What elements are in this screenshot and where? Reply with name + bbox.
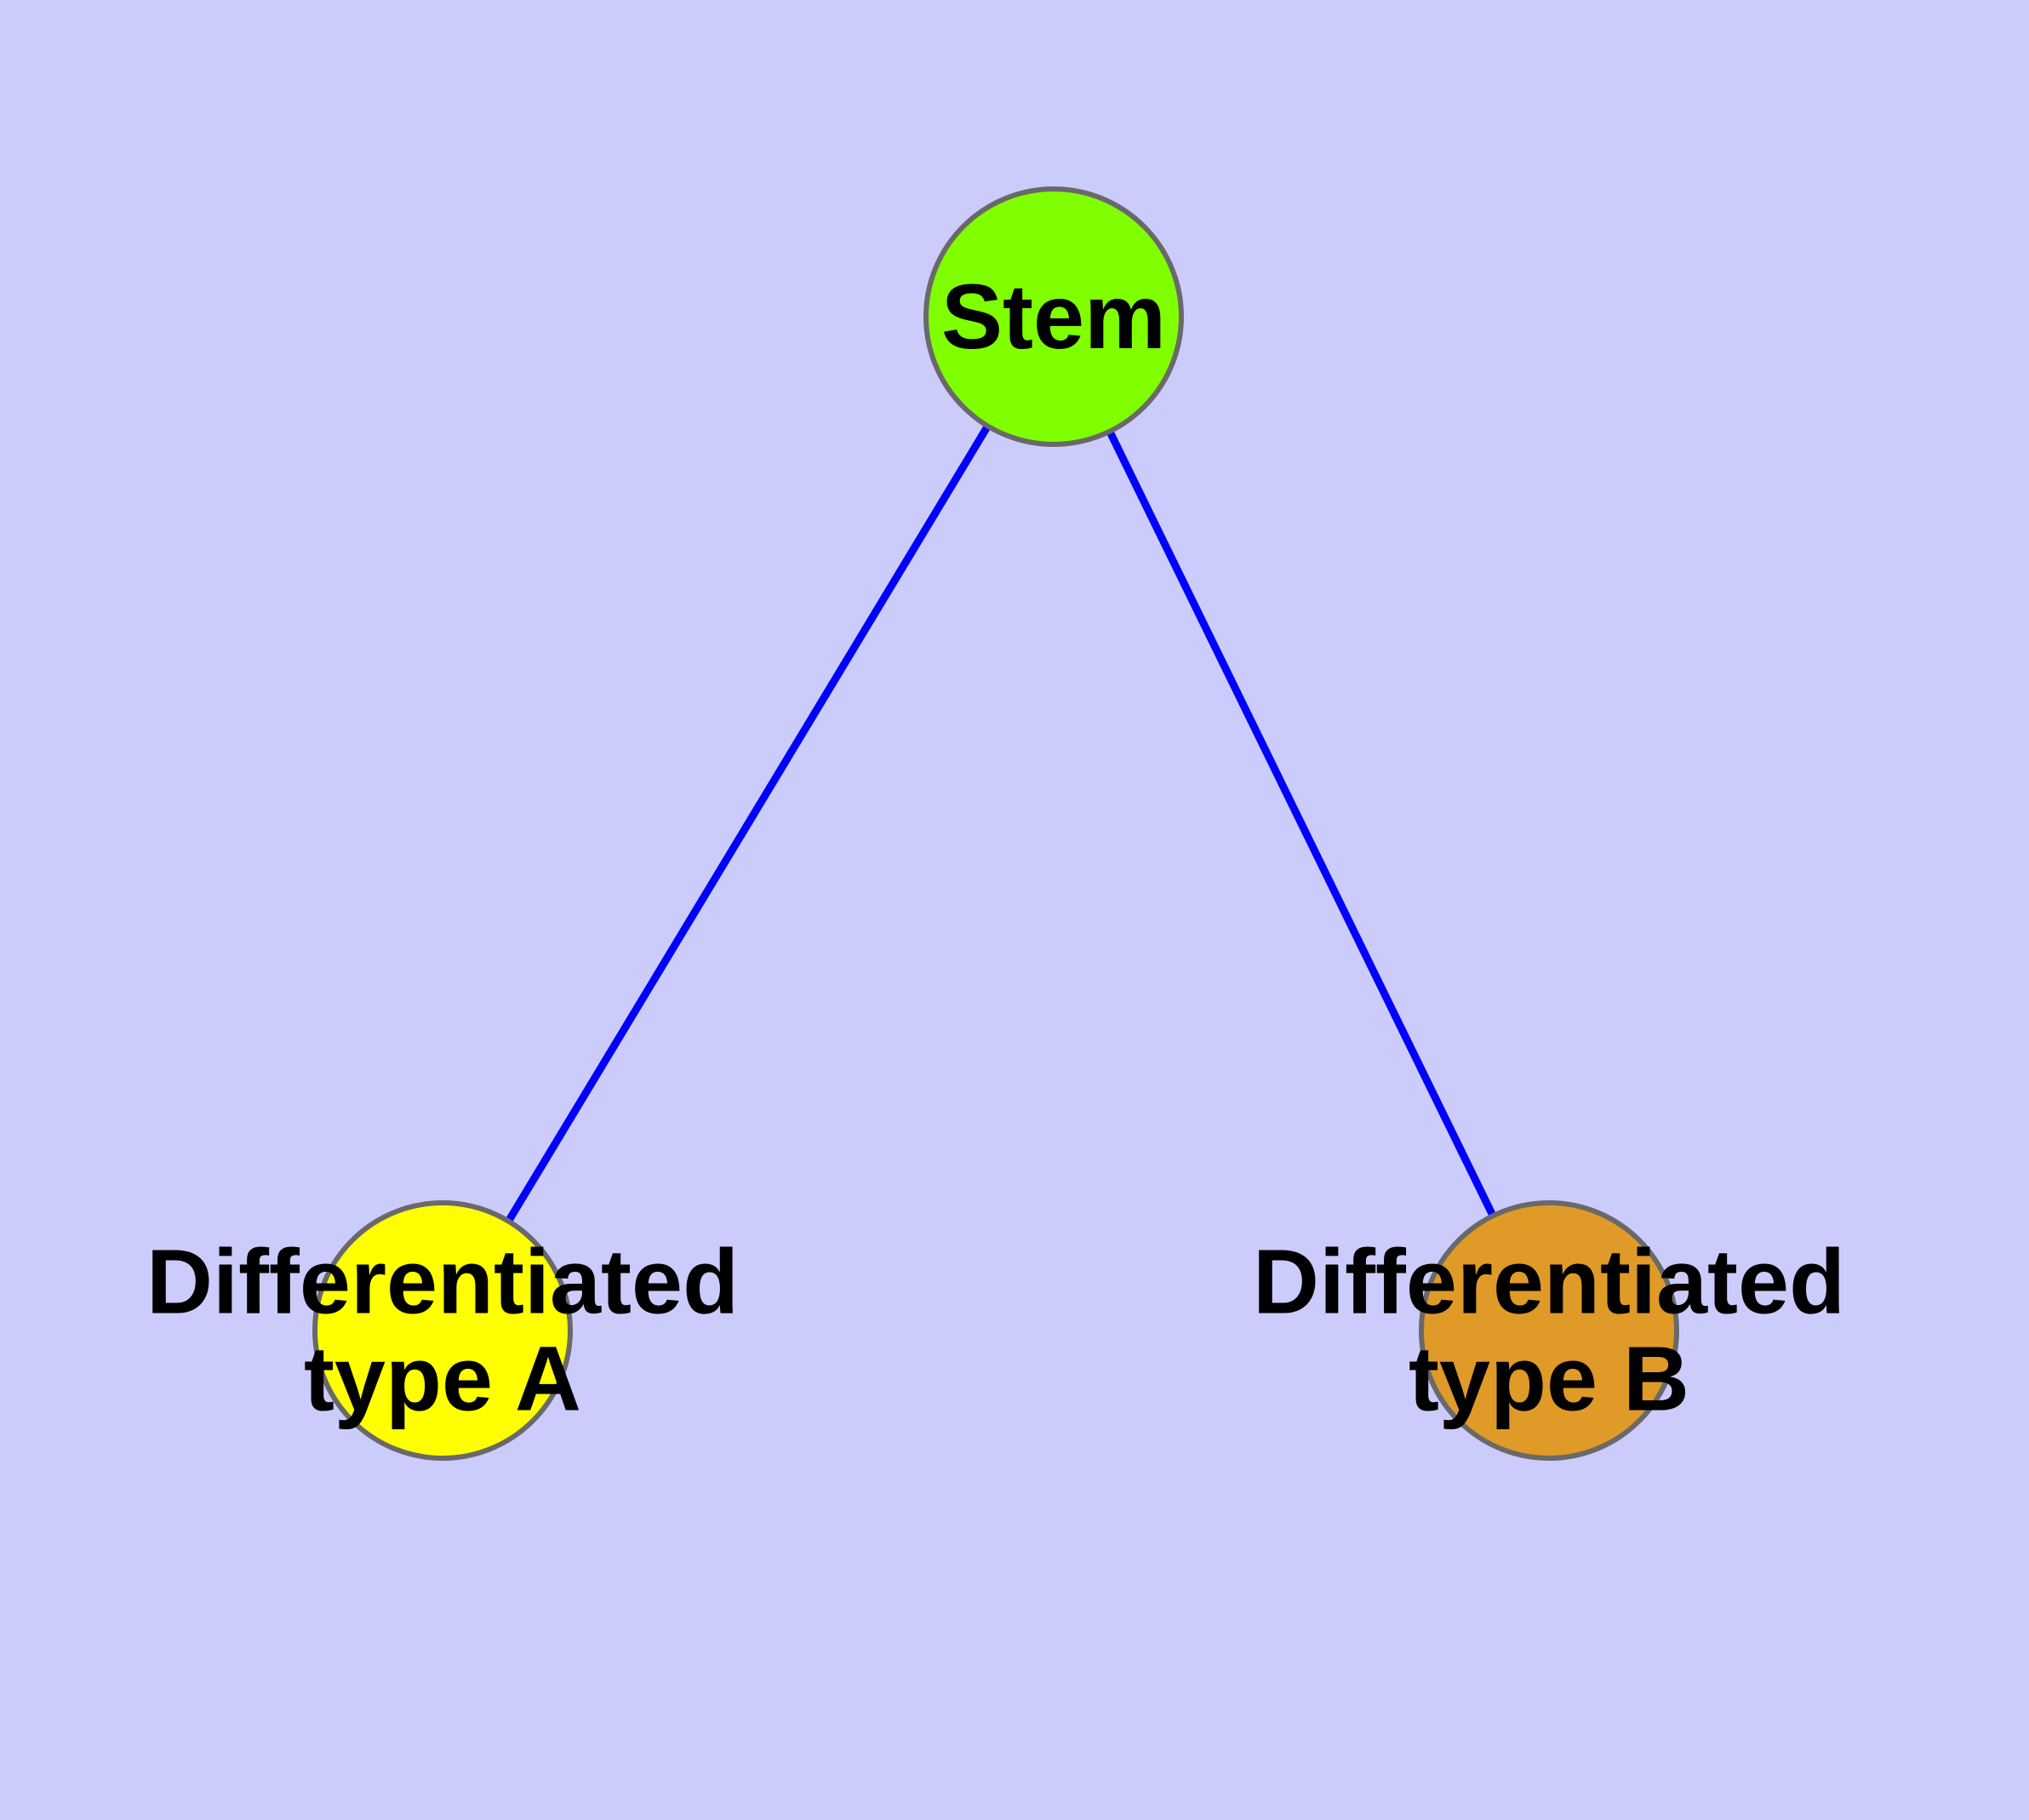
node-layer	[312, 186, 1679, 1461]
edge-layer	[503, 421, 1498, 1227]
node-diff_b[interactable]	[1419, 1200, 1679, 1461]
node-diff_a[interactable]	[312, 1200, 573, 1461]
node-stem[interactable]	[923, 186, 1184, 447]
edge-stem-diff-b[interactable]	[1105, 426, 1498, 1221]
edge-stem-diff-a[interactable]	[503, 421, 993, 1227]
